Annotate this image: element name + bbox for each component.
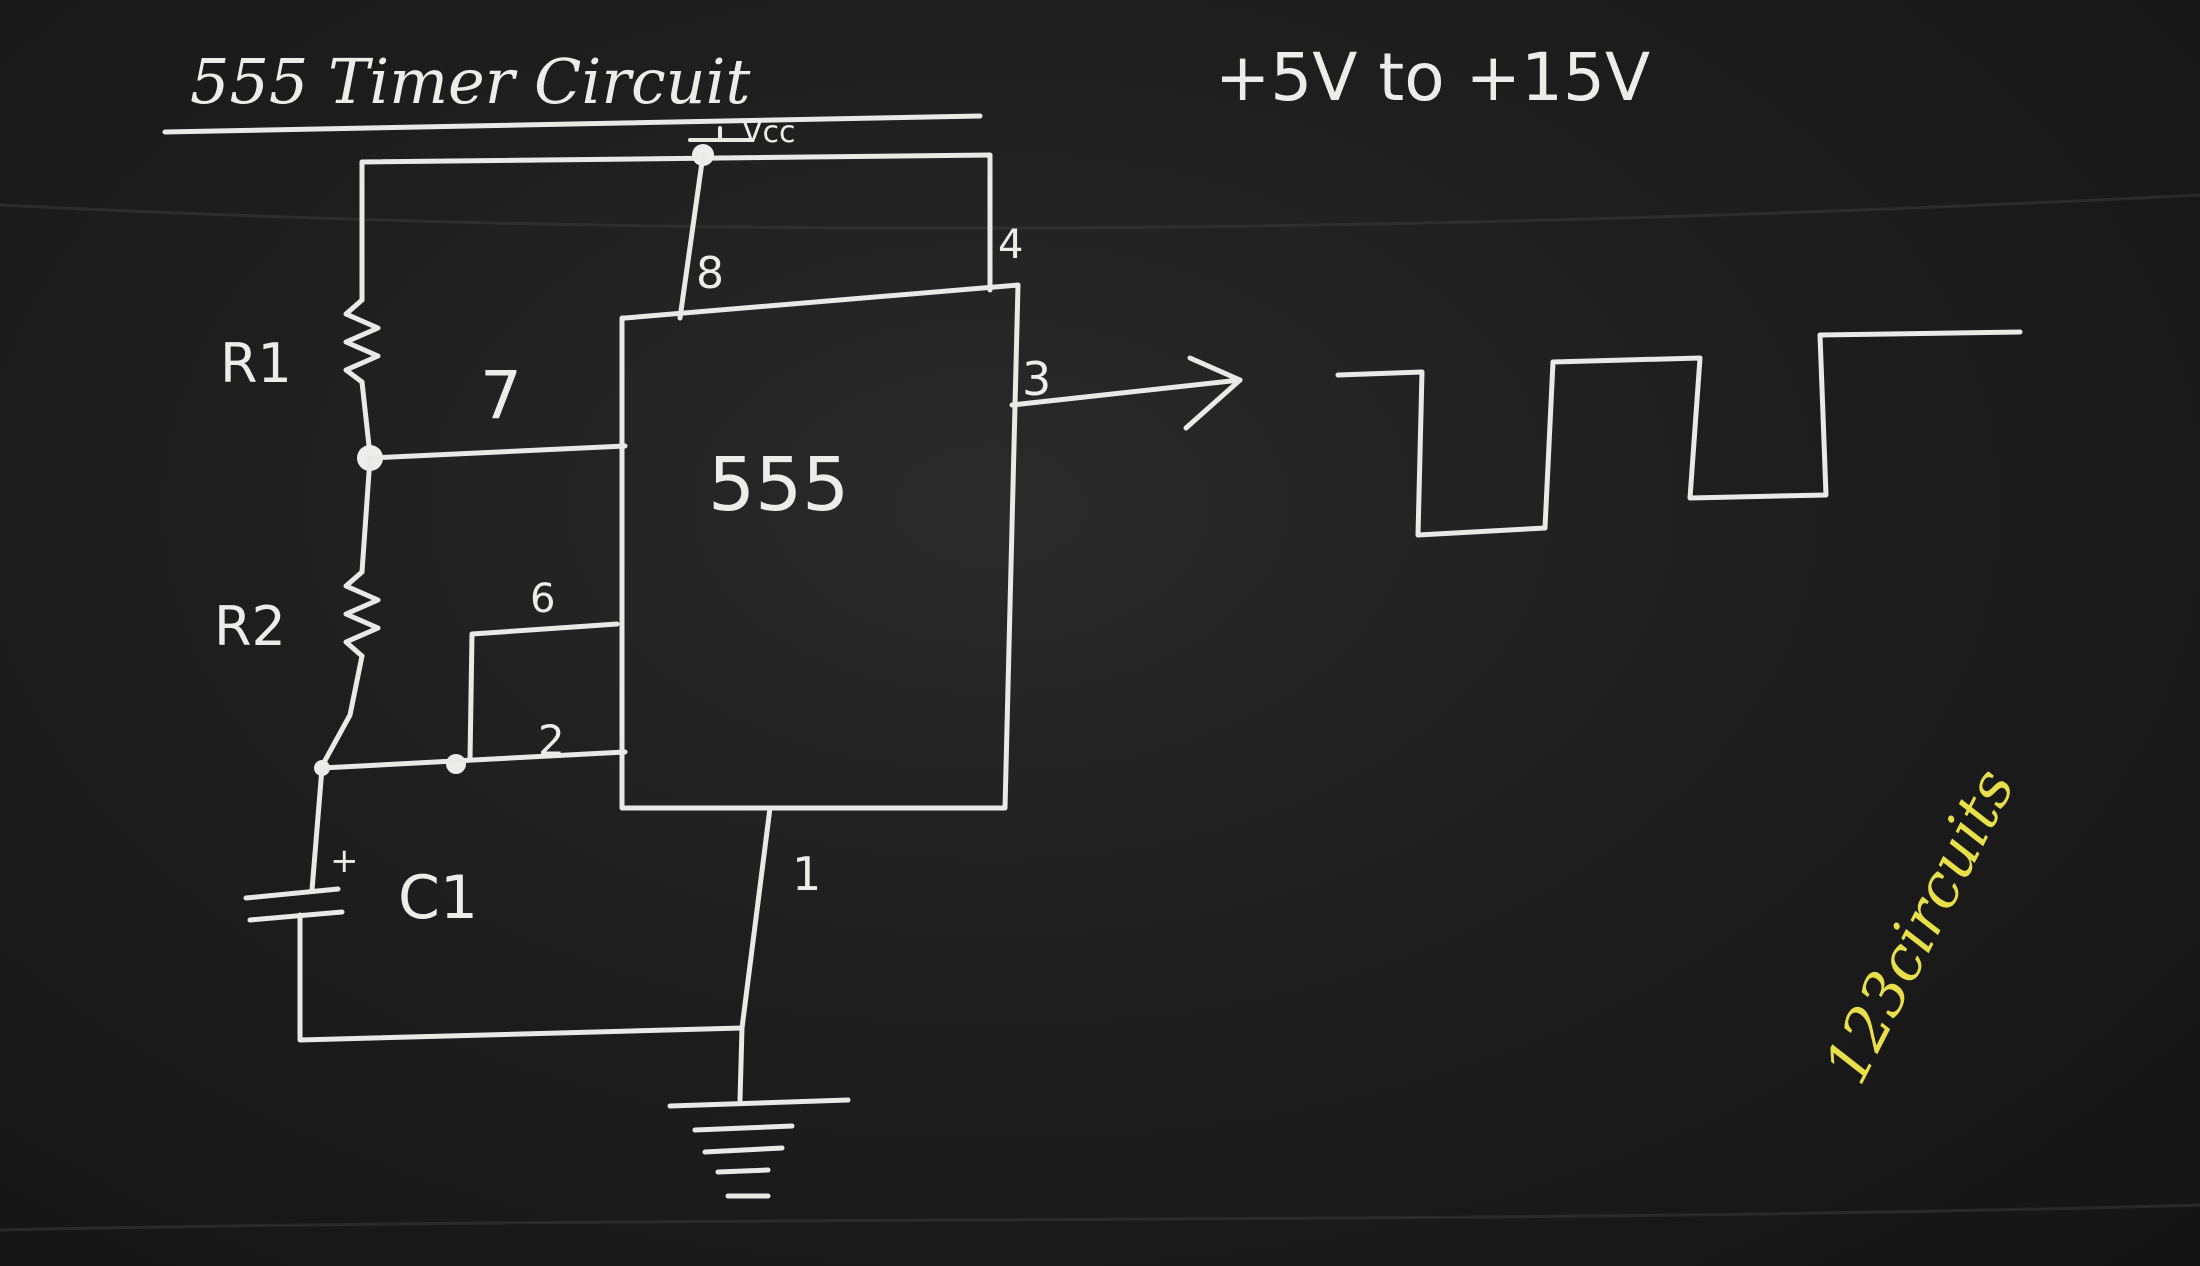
pin-4-label: 4 xyxy=(998,222,1023,268)
r1-label: R1 xyxy=(220,332,292,395)
c1-top-wire xyxy=(309,765,325,893)
watermark: 123circuits xyxy=(1811,758,2029,1095)
pin-3-label: 3 xyxy=(1022,352,1051,406)
ground-icon xyxy=(667,1097,851,1199)
output-wire xyxy=(1009,377,1243,408)
c1-plate-bottom xyxy=(247,909,345,923)
vcc-rail xyxy=(359,152,993,293)
r1-resistor xyxy=(343,297,381,385)
r2-resistor xyxy=(343,569,381,659)
output-arrow-icon xyxy=(1183,355,1243,431)
c1-polarity: + xyxy=(330,841,359,881)
pin6-wire xyxy=(467,621,620,763)
pin2-wire xyxy=(319,749,628,771)
vcc-label: Vcc xyxy=(742,115,796,150)
board-crease xyxy=(0,1203,2200,1232)
pin-6-label: 6 xyxy=(530,576,555,622)
c1-plate-top xyxy=(243,886,341,901)
pin-1-label: 1 xyxy=(792,847,821,901)
c1-ground-wire xyxy=(297,912,745,1043)
r1-bottom-wire xyxy=(359,379,373,458)
pin7-wire xyxy=(367,443,628,461)
vcc-arrow xyxy=(688,126,752,142)
trigger-node xyxy=(446,754,466,774)
r2-top-wire xyxy=(359,455,373,575)
ic-label: 555 xyxy=(708,442,849,528)
ic-555-body xyxy=(619,282,1021,811)
pin1-ground-wire xyxy=(737,805,773,1103)
pin-7-label: 7 xyxy=(480,357,522,434)
square-wave-icon xyxy=(1335,329,2023,538)
supply-range: +5V to +15V xyxy=(1215,39,1650,116)
c1-label: C1 xyxy=(398,863,478,933)
r2-bottom-wire xyxy=(319,653,365,769)
title-underline xyxy=(162,113,983,135)
r2-label: R2 xyxy=(214,595,286,658)
title: 555 Timer Circuit xyxy=(190,45,750,118)
board-crease xyxy=(0,193,2200,230)
pin-8-label: 8 xyxy=(696,248,724,299)
pin8-wire xyxy=(677,152,706,321)
